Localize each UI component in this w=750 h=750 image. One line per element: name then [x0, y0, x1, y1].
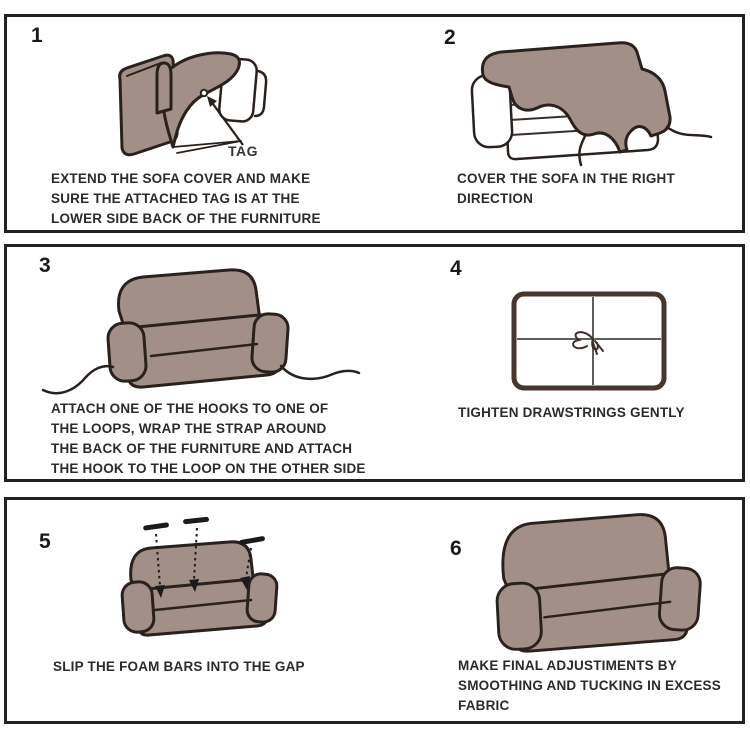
- sofa-left-arm: [120, 580, 156, 634]
- cushion-side-outline: [253, 69, 268, 118]
- instruction-row-2: 3 ATTACH ONE OF THE HOOKS TO ONE OF THE …: [4, 244, 745, 482]
- strap-right: [279, 364, 361, 381]
- sofa-underside-frame: [511, 291, 667, 391]
- insert-arrow-line: [193, 527, 198, 581]
- strap-left: [41, 364, 115, 395]
- caption-line: SURE THE ATTACHED TAG IS AT THE: [51, 191, 300, 206]
- caption-line: THE HOOK TO THE LOOP ON THE OTHER SIDE: [51, 461, 366, 476]
- sofa-underside-illustration: [511, 291, 667, 391]
- caption-line: THE BACK OF THE FURNITURE AND ATTACH: [51, 441, 353, 456]
- insert-arrow-head: [240, 576, 250, 590]
- fabric-edge-lines: [172, 140, 242, 154]
- foam-bar: [239, 536, 265, 545]
- caption-line: COVER THE SOFA IN THE RIGHT: [457, 171, 675, 186]
- caption-line: MAKE FINAL ADJUSTIMENTS BY: [458, 658, 677, 673]
- step-6-number: 6: [450, 537, 462, 560]
- step-5-caption: SLIP THE FOAM BARS INTO THE GAP: [53, 657, 305, 677]
- tag-dot: [199, 88, 209, 98]
- seat-seam-line: [149, 342, 259, 358]
- sofa-right-arm: [245, 572, 279, 624]
- step-1-caption: EXTEND THE SOFA COVER AND MAKE SURE THE …: [51, 169, 321, 229]
- step-2-number: 2: [444, 26, 456, 49]
- sofa-right-arm: [657, 566, 702, 632]
- tag-arrow-line: [212, 103, 244, 146]
- drawstring-bow-tails: [592, 340, 604, 355]
- foam-bars-illustration: [120, 516, 279, 637]
- caption-line: FABRIC: [458, 698, 510, 713]
- step-4-caption: TIGHTEN DRAWSTRINGS GENTLY: [458, 403, 685, 423]
- foam-bar: [183, 516, 209, 525]
- folded-sofa-cover-illustration: [118, 51, 268, 157]
- step-3-number: 3: [39, 254, 51, 277]
- instruction-row-1: 1 TAG EXTEND THE SOFA COVER AND MAKE SUR…: [4, 14, 745, 233]
- foam-bar: [143, 522, 169, 531]
- sofa-right-arm: [250, 312, 290, 374]
- seat-seam-line: [543, 600, 672, 619]
- step-2-caption: COVER THE SOFA IN THE RIGHT DIRECTION: [457, 169, 675, 209]
- tag-arrow-head: [207, 96, 217, 107]
- step-3-caption: ATTACH ONE OF THE HOOKS TO ONE OF THE LO…: [51, 399, 366, 479]
- caption-line: THE LOOPS, WRAP THE STRAP AROUND: [51, 421, 327, 436]
- step-6-caption: MAKE FINAL ADJUSTIMENTS BY SMOOTHING AND…: [458, 656, 721, 716]
- drawstring-center: [578, 134, 587, 167]
- sofa-left-arm: [106, 321, 148, 383]
- caption-line: DIRECTION: [457, 191, 534, 206]
- insert-arrow-line: [245, 547, 252, 579]
- caption-line: SLIP THE FOAM BARS INTO THE GAP: [53, 659, 305, 674]
- step-5-number: 5: [39, 530, 51, 553]
- finished-sofa-illustration: [495, 513, 702, 653]
- sofa-cover-drape: [480, 41, 672, 154]
- insert-arrow-head: [189, 579, 199, 592]
- insert-arrow-line: [155, 533, 161, 587]
- cover-right-wing: [160, 51, 241, 149]
- caption-line: LOWER SIDE BACK OF THE FURNITURE: [51, 211, 321, 226]
- caption-line: SMOOTHING AND TUCKING IN EXCESS: [458, 678, 721, 693]
- step-4-number: 4: [450, 257, 462, 280]
- caption-line: EXTEND THE SOFA COVER AND MAKE: [51, 171, 311, 186]
- drawstring-right: [665, 125, 713, 139]
- caption-line: ATTACH ONE OF THE HOOKS TO ONE OF: [51, 401, 329, 416]
- covered-sofa-straps-illustration: [41, 268, 361, 395]
- sofa-half-covered-illustration: [470, 41, 713, 167]
- seat-seam-line: [153, 598, 253, 612]
- tag-label: TAG: [228, 143, 259, 159]
- caption-line: TIGHTEN DRAWSTRINGS GENTLY: [458, 405, 685, 420]
- instruction-row-3: 5 SLIP THE FOAM BARS INTO THE GAP 6: [4, 497, 745, 724]
- cover-middle-ridge: [155, 61, 173, 115]
- step-1-number: 1: [31, 24, 43, 47]
- insert-arrow-head: [155, 585, 165, 598]
- sofa-left-arm: [495, 581, 543, 651]
